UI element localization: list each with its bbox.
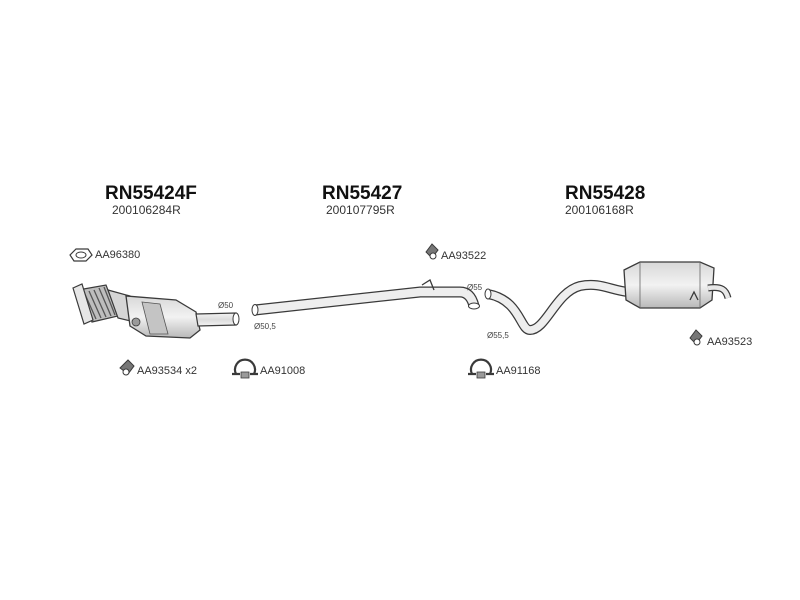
diameter-mid-inlet: Ø50,5: [254, 322, 276, 331]
clamp-icon: [232, 358, 258, 379]
gasket-icon: [69, 248, 93, 262]
diameter-mid-outlet: Ø55: [467, 283, 483, 292]
gasket-front-label: AA96380: [95, 249, 141, 261]
rear-part-oem: 200106168R: [565, 203, 634, 217]
middle-part-oem: 200107795R: [326, 203, 395, 217]
diameter-cat-outlet: Ø50: [218, 301, 234, 310]
front-catalyst-part: [72, 283, 240, 339]
bracket-front-label: AA93534 x2: [137, 365, 197, 377]
diameter-rear-inlet: Ø55,5: [487, 331, 509, 340]
clamp-2-label: AA91168: [496, 365, 541, 377]
clamp-1-label: AA91008: [260, 365, 306, 377]
middle-part-code: RN55427: [322, 183, 403, 204]
front-part-code: RN55424F: [105, 183, 197, 204]
front-part-oem: 200106284R: [112, 203, 181, 217]
rubber-mount-icon: [425, 243, 439, 260]
bracket-mid-label: AA93522: [441, 250, 487, 262]
bracket-rear-label: AA93523: [707, 336, 753, 348]
rear-part-code: RN55428: [565, 183, 646, 204]
rear-silencer-part: [484, 261, 732, 336]
middle-pipe-part: [251, 279, 480, 316]
bracket-icon: [119, 359, 135, 376]
clamp-icon: [468, 358, 494, 379]
rubber-mount-icon: [689, 329, 703, 346]
